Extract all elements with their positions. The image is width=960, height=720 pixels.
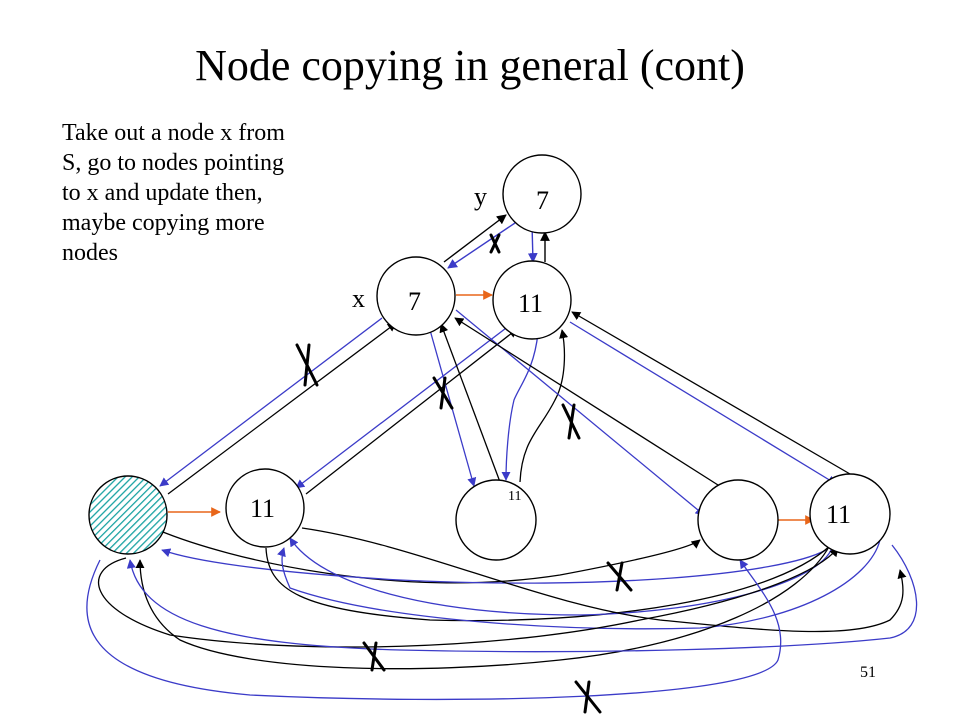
edge-n11r-to-hatched-blue xyxy=(161,548,827,584)
edge-far-right-to-hatched-blue xyxy=(126,544,918,653)
node-x xyxy=(376,256,456,336)
edge-copy-to-n11-blue xyxy=(295,324,511,489)
edge-copy-to-middle-blue xyxy=(501,332,539,481)
edge-big-blue-loop xyxy=(86,559,782,701)
edge-hatched-loop-left xyxy=(98,547,839,648)
edge-hatched-to-x xyxy=(167,322,397,495)
edge-n11r-to-copy xyxy=(571,311,851,475)
cross-mark xyxy=(574,680,602,714)
edge-right-to-x xyxy=(454,317,719,486)
edge-x-to-hatched-blue xyxy=(159,317,383,487)
node-hatched[interactable] xyxy=(88,475,168,555)
label-y: y xyxy=(474,182,487,211)
slide-title: Node copying in general (cont) xyxy=(195,41,745,90)
edge-hatched-to-right xyxy=(157,529,701,584)
edge-middle-to-copy xyxy=(519,329,569,483)
node-bottom-right-11-value: 11 xyxy=(826,500,851,529)
label-x: x xyxy=(352,284,365,313)
node-bottom-11-value: 11 xyxy=(250,494,275,523)
node-y-value: 7 xyxy=(536,186,549,215)
cross-mark xyxy=(489,233,501,254)
edge-far-right-loop-blue xyxy=(277,539,881,630)
node-bottom-middle-value: 11 xyxy=(508,489,521,504)
edge-loop-back-to-hatched xyxy=(135,544,831,670)
edge-middle-to-x xyxy=(439,323,501,483)
cross-mark xyxy=(295,343,319,387)
edge-n11-to-copy xyxy=(305,328,518,495)
cross-mark xyxy=(432,376,454,410)
node-y-top xyxy=(502,154,582,234)
node-bottom-right-11 xyxy=(809,473,891,555)
slide-number: 51 xyxy=(860,664,876,681)
node-x-value: 7 xyxy=(408,287,421,316)
edge-copy-to-n11r-blue xyxy=(569,321,837,485)
node-bottom-middle xyxy=(455,479,537,561)
edge-y-to-x-blue xyxy=(447,222,516,269)
node-copy-value: 11 xyxy=(518,289,543,318)
edge-n11-to-n11r xyxy=(265,539,837,622)
cross-mark xyxy=(561,403,581,440)
cross-mark xyxy=(606,561,633,592)
node-bottom-11 xyxy=(225,468,305,548)
edge-n11r-to-n11-blue xyxy=(289,537,833,616)
node-copy xyxy=(492,260,572,340)
cross-mark xyxy=(362,641,386,672)
node-bottom-right xyxy=(697,479,779,561)
edge-x-to-y xyxy=(443,214,507,263)
edge-n11-curve-right xyxy=(301,527,907,633)
slide-description: Take out a node x from S, go to nodes po… xyxy=(62,120,285,266)
